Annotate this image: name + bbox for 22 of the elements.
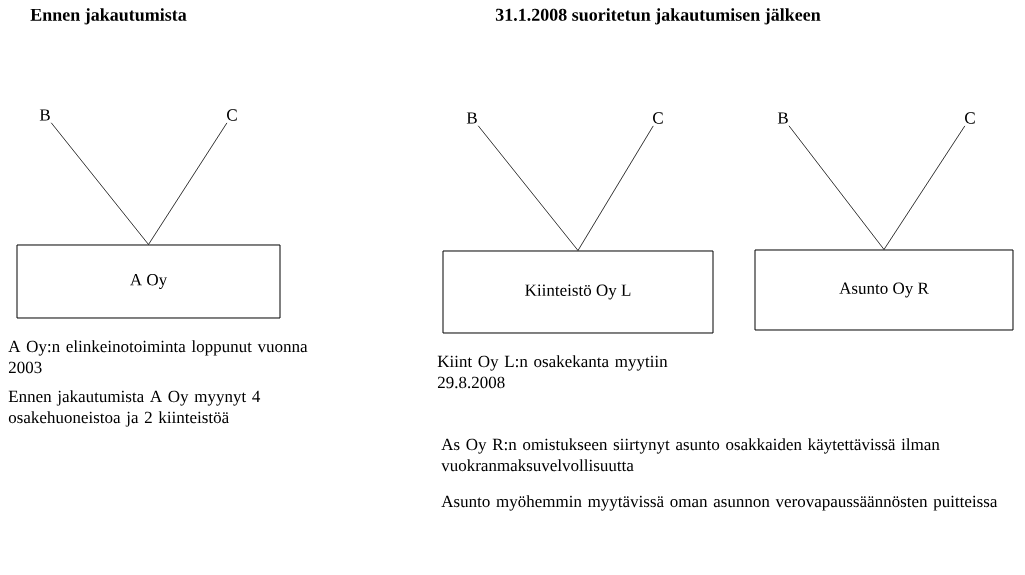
note-text: Ennen jakautumista A Oy myynyt 4 osakehuoneistoa ja 2 kiinteistöä bbox=[8, 390, 261, 427]
heading: 31.1.2008 suoritetun jakautumisen jälkeen bbox=[495, 8, 821, 25]
ownership-line bbox=[477, 125, 579, 251]
company-box: Asunto Oy R bbox=[754, 249, 1014, 331]
ownership-line bbox=[883, 125, 966, 250]
shareholder-letter: C bbox=[227, 109, 237, 121]
note-text: Kiint Oy L:n osakekanta myytiin 29.8.2008 bbox=[437, 355, 668, 389]
shareholder-letter: C bbox=[965, 112, 975, 124]
shareholder-letter: B bbox=[777, 112, 788, 124]
ownership-line bbox=[577, 125, 654, 251]
shareholder-letter: B bbox=[466, 112, 477, 124]
note-text: As Oy R:n omistukseen siirtynyt asunto osakkaiden käytettävissä ilman vuokranmaksuvelvollisuutta bbox=[441, 438, 940, 472]
shareholder-letter: C bbox=[653, 112, 663, 124]
ownership-line bbox=[148, 122, 228, 245]
company-box: A Oy bbox=[16, 244, 281, 319]
ownership-line bbox=[50, 122, 149, 245]
heading: Ennen jakautumista bbox=[30, 8, 187, 25]
note-text: Asunto myöhemmin myytävissä oman asunnon verovapaussäännösten puitteissa bbox=[441, 495, 998, 511]
ownership-line bbox=[788, 125, 885, 250]
company-box: Kiinteistö Oy L bbox=[442, 250, 714, 334]
note-text: A Oy:n elinkeinotoiminta loppunut vuonna 2003 bbox=[8, 340, 308, 374]
shareholder-letter: B bbox=[39, 109, 50, 121]
